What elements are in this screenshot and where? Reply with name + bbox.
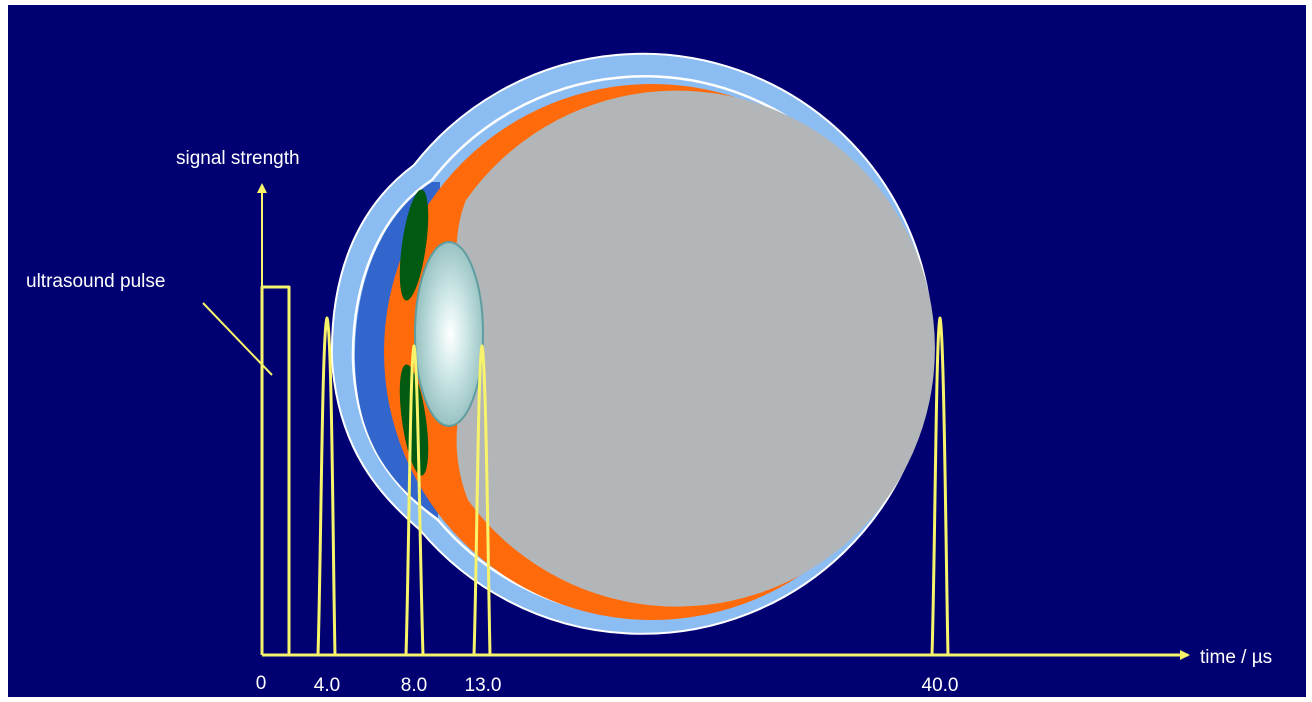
tick-label-13: 13.0 (465, 675, 502, 696)
signal-trace (260, 285, 1122, 657)
iris-lower (399, 364, 429, 476)
x-axis-label: time / µs (1200, 647, 1272, 668)
eye (330, 52, 935, 635)
y-axis-label: signal strength (176, 148, 300, 169)
tick-label-8: 8.0 (401, 675, 427, 696)
tick-label-4: 4.0 (314, 675, 340, 696)
tick-label-40: 40.0 (922, 675, 959, 696)
vitreous-body (456, 90, 935, 607)
pulse-label: ultrasound pulse (26, 271, 165, 292)
tick-labels: 0 4.0 8.0 13.0 40.0 (256, 673, 959, 696)
lens (414, 241, 484, 427)
iris-upper (399, 189, 429, 301)
pulse-label-pointer (202, 302, 273, 376)
tick-label-0: 0 (256, 673, 267, 694)
